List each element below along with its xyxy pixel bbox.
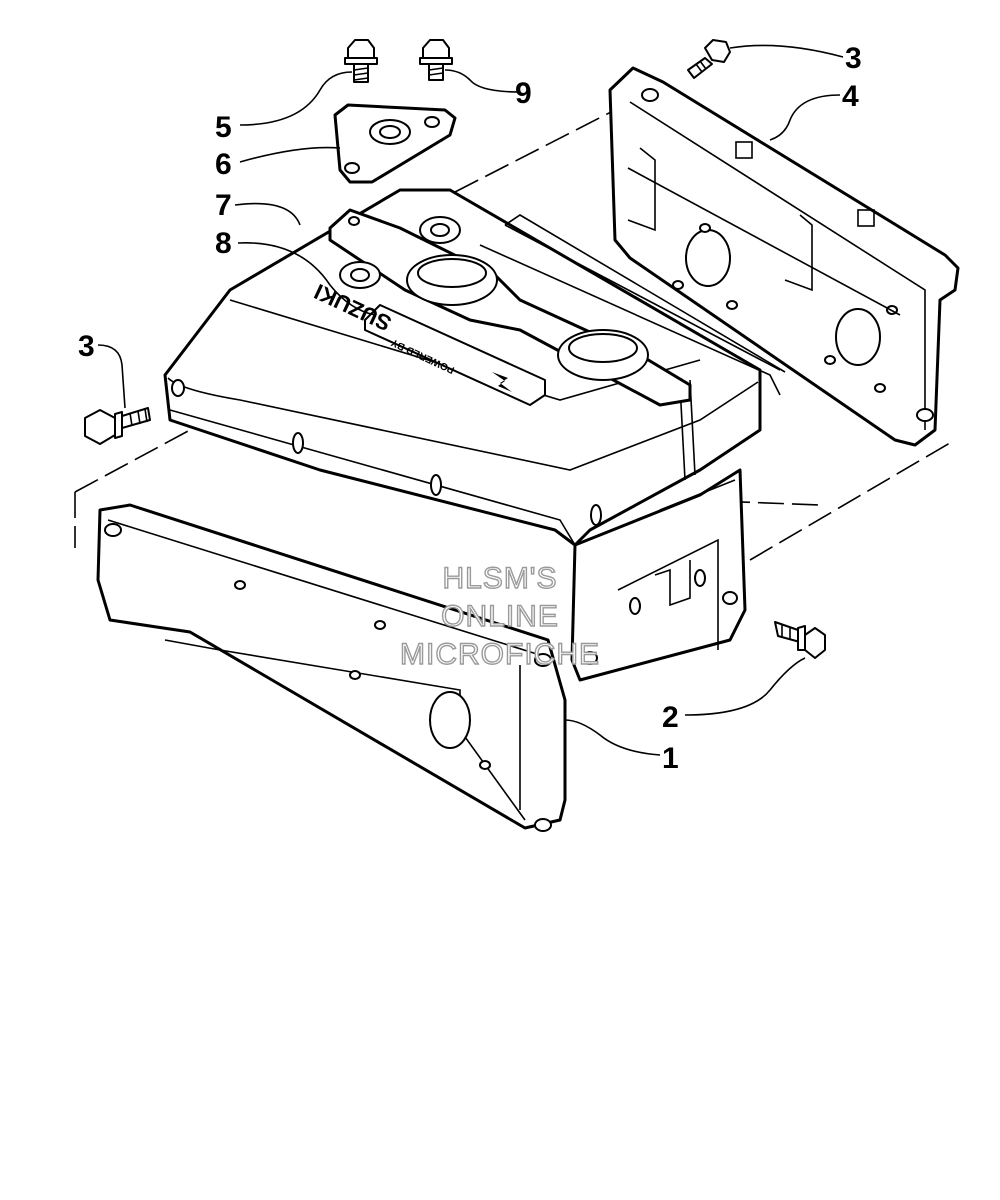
bolt-9 (419, 39, 453, 81)
callout-6: 6 (215, 148, 232, 181)
watermark: HLSM'S ONLINE MICROFICHE (399, 561, 600, 671)
cover-trim (328, 208, 692, 407)
callout-3-left: 3 (78, 330, 95, 363)
bolt-5 (344, 39, 378, 83)
side-bracket (570, 468, 747, 682)
callout-2: 2 (662, 701, 679, 734)
callout-labels: 5 9 6 7 8 3 4 3 2 1 (78, 42, 862, 775)
leader-lines (97, 44, 844, 756)
callout-5: 5 (215, 111, 232, 144)
bolt-3-top (687, 39, 731, 79)
bolt-2 (774, 621, 826, 659)
callout-1: 1 (662, 742, 679, 775)
callout-3-top: 3 (845, 42, 862, 75)
callout-7: 7 (215, 189, 232, 222)
lower-bracket (96, 503, 567, 832)
watermark-line3: MICROFICHE (400, 638, 600, 671)
rear-plate (608, 66, 960, 447)
mount-plate (333, 103, 457, 184)
callout-8: 8 (215, 227, 232, 260)
watermark-line1: HLSM'S (442, 562, 557, 595)
callout-4: 4 (842, 80, 859, 113)
suzuki-s-icon (492, 372, 512, 392)
callout-9: 9 (515, 77, 532, 110)
watermark-line2: ONLINE (441, 600, 559, 633)
bolt-3-left (84, 407, 151, 445)
